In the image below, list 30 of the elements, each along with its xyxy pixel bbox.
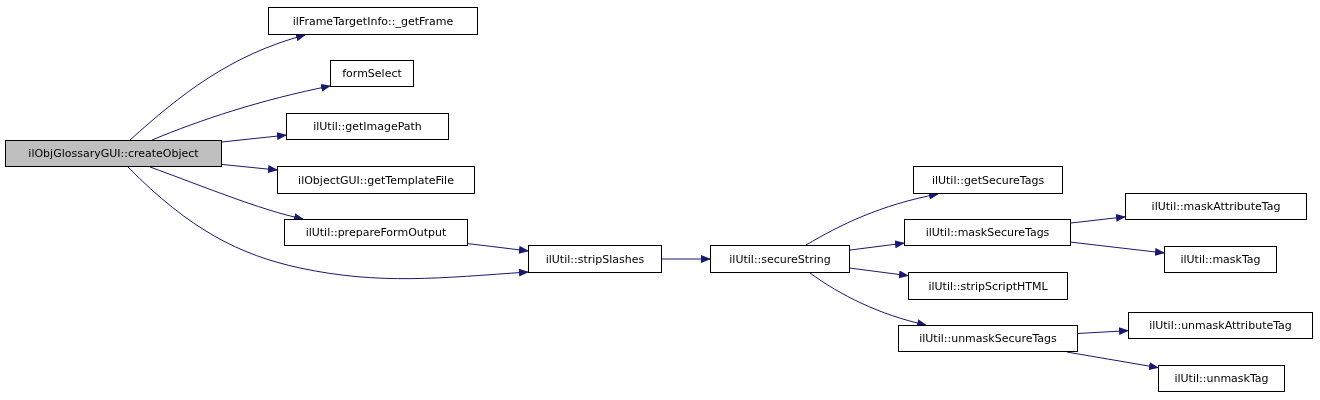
call-arrow: [1077, 327, 1129, 336]
call-arrow: [221, 163, 278, 174]
function-box: ilUtil::maskSecureTags: [904, 219, 1071, 246]
function-box: ilUtil::getSecureTags: [913, 166, 1063, 194]
call-arrow: [1070, 241, 1165, 256]
call-arrow: [127, 166, 529, 280]
function-box: ilFrameTargetInfo::_getFrame: [268, 7, 478, 35]
function-box: ilUtil::stripSlashes: [528, 245, 662, 273]
function-box: ilUtil::unmaskSecureTags: [898, 325, 1078, 352]
function-box: ilUtil::maskTag: [1164, 246, 1277, 273]
call-arrow: [661, 255, 711, 263]
call-arrow: [467, 243, 529, 254]
call-arrow: [849, 240, 905, 251]
call-arrow: [221, 132, 287, 143]
function-box: ilUtil::unmaskAttributeTag: [1128, 312, 1313, 339]
function-box: formSelect: [330, 60, 414, 87]
function-box: ilObjGlossaryGUI::createObject: [5, 140, 222, 167]
call-arrow: [129, 33, 306, 141]
function-box: ilUtil::secureString: [710, 245, 850, 273]
call-arrow: [151, 83, 331, 141]
function-box: ilUtil::stripScriptHTML: [908, 272, 1068, 300]
call-arrow: [1070, 213, 1126, 224]
call-arrow: [809, 272, 927, 327]
function-box: ilUtil::prepareFormOutput: [284, 219, 468, 246]
function-box: ilObjectGUI::getTemplateFile: [277, 166, 475, 194]
function-box: ilUtil::unmaskTag: [1158, 365, 1285, 392]
function-box: ilUtil::maskAttributeTag: [1125, 193, 1307, 220]
function-box: ilUtil::getImagePath: [286, 113, 449, 140]
call-arrow: [149, 166, 304, 221]
call-arrow: [849, 267, 909, 279]
